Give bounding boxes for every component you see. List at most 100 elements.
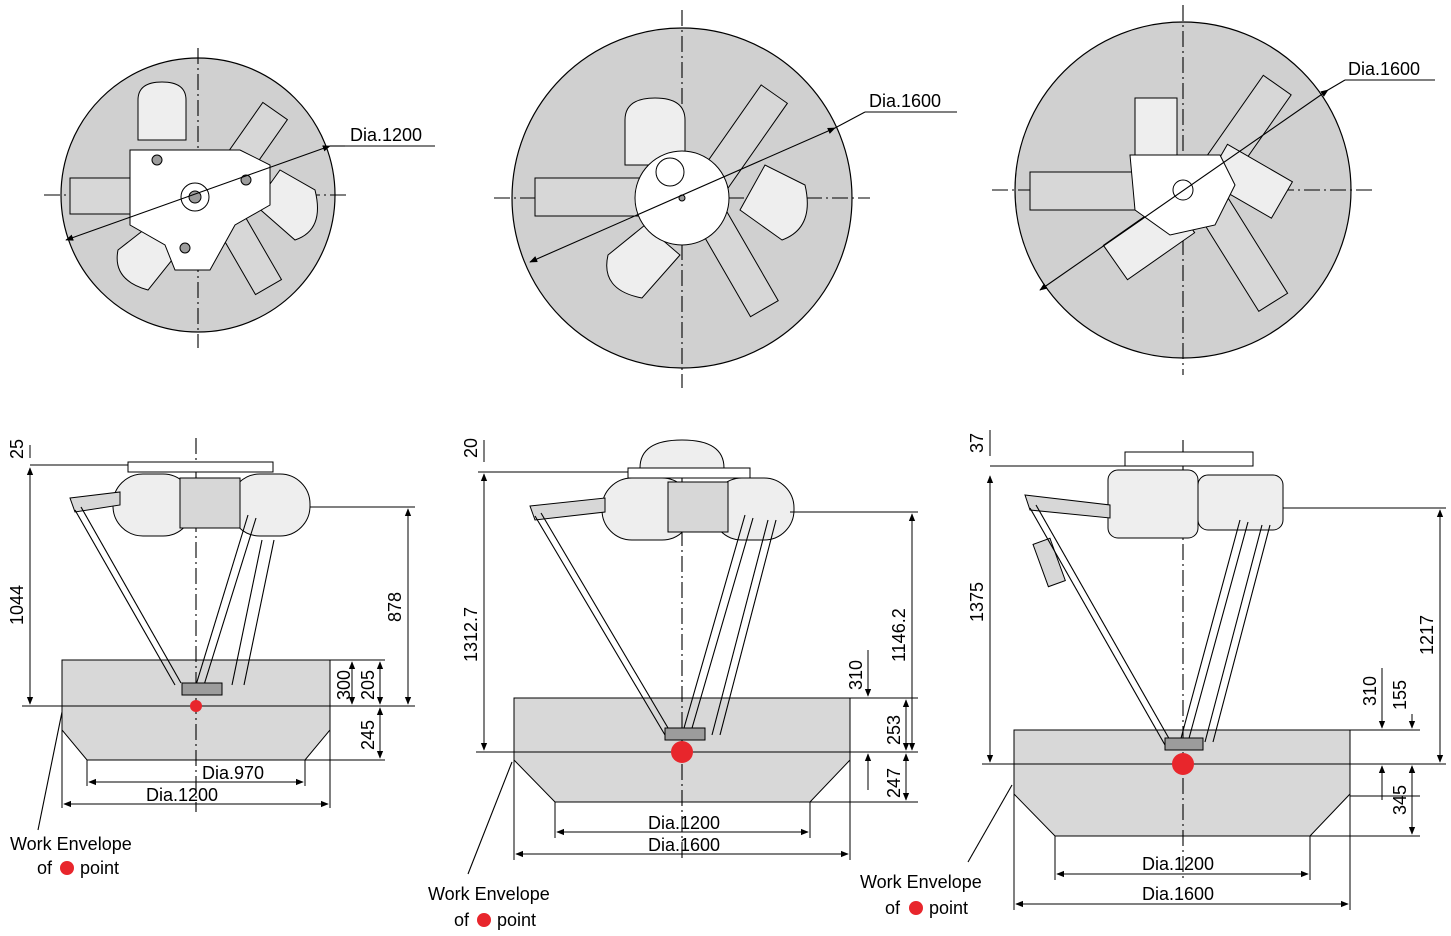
side-view-2-dome	[639, 439, 725, 469]
top-view-3: Dia.1600	[992, 5, 1435, 375]
top-view-1-bolt-3	[179, 242, 191, 254]
side-view-2-dim-top-offset: 20	[461, 438, 481, 458]
top-view-2-leader	[834, 111, 866, 129]
side-view-1-caption-leader	[37, 711, 63, 831]
side-view-1-base-plate	[127, 461, 274, 473]
side-view-3-inner-diameter: Dia.1200	[1142, 854, 1214, 874]
top-view-2: Dia.1600	[494, 10, 957, 388]
side-view-1-forearm-right-d	[243, 539, 275, 686]
side-view-2-caption-point-icon	[477, 913, 491, 927]
side-view-2-dim-bottom-depth: 247	[884, 768, 904, 798]
side-view-3: 37 1375 1217 310 155 345 Dia.1200 Dia.16…	[860, 430, 1446, 918]
side-view-1-dim-stroke-a: 300	[334, 670, 354, 700]
top-view-1-diameter-label: Dia.1200	[350, 125, 422, 145]
side-view-2-dim-stroke-a: 310	[846, 660, 866, 690]
side-view-2-forearm-right-d	[719, 519, 777, 736]
side-view-1-caption-suffix: point	[80, 858, 119, 878]
side-view-3-cable-block	[1032, 537, 1066, 588]
side-view-1-dim-height-to-center: 878	[385, 592, 405, 622]
side-view-3-dim-stroke-a: 310	[1360, 676, 1380, 706]
side-view-2-end-effector	[664, 727, 706, 741]
side-view-3-dim-overall-height: 1375	[967, 582, 987, 622]
side-view-1-dim-stroke-b: 205	[358, 670, 378, 700]
side-view-1-body	[179, 477, 241, 529]
side-view-3-dim-stroke-b: 155	[1390, 680, 1410, 710]
side-view-2-forearm-right-c	[711, 519, 769, 736]
side-view-3-caption-leader	[967, 784, 1013, 863]
side-view-2-caption-suffix: point	[497, 910, 536, 930]
side-view-3-forearm-right-b	[1187, 521, 1249, 743]
top-view-3-diameter-label: Dia.1600	[1348, 59, 1420, 79]
side-view-1-caption-line1: Work Envelope	[10, 834, 132, 854]
side-view-3-dim-bottom-depth: 345	[1390, 785, 1410, 815]
side-view-1-forearm-right-a	[195, 514, 249, 686]
side-view-2-base-plate	[627, 467, 751, 479]
side-view-2-dim-height-to-center: 1146.2	[889, 608, 909, 662]
side-view-1-forearm-left-b	[80, 506, 182, 684]
side-view-2-robot	[478, 439, 795, 763]
side-view-2-inner-diameter: Dia.1200	[648, 813, 720, 833]
side-view-2-forearm-right-a	[681, 514, 746, 736]
side-view-1-dim-overall-height: 1044	[7, 585, 27, 625]
top-view-1: Dia.1200	[44, 48, 435, 348]
side-view-3-caption-line1: Work Envelope	[860, 872, 982, 892]
side-view-3-forearm-left-b	[1035, 504, 1172, 743]
side-view-3-caption-suffix: point	[929, 898, 968, 918]
side-view-3-motor-left	[1107, 469, 1199, 539]
side-view-2-caption-prefix: of	[454, 910, 470, 930]
side-view-3-end-effector	[1164, 737, 1204, 751]
side-view-2-dim-stroke-b: 253	[884, 715, 904, 745]
side-view-3-forearm-right-a	[1179, 519, 1241, 743]
side-view-1-outer-diameter: Dia.1200	[146, 785, 218, 805]
side-view-1-motor-right	[229, 473, 311, 537]
side-view-1-inner-diameter: Dia.970	[202, 763, 264, 783]
top-view-1-diameter-arrow	[65, 145, 331, 241]
side-view-3-caption-point-icon	[909, 901, 923, 915]
side-view-2-forearm-right-b	[689, 517, 754, 736]
side-view-2-upper-arm-left	[529, 497, 606, 521]
top-view-2-diameter-label: Dia.1600	[869, 91, 941, 111]
side-view-3-caption-prefix: of	[885, 898, 901, 918]
side-view-1-caption-point-icon	[60, 861, 74, 875]
side-view-3-forearm-right-d	[1212, 524, 1271, 743]
side-view-1-caption-prefix: of	[37, 858, 53, 878]
side-view-1-forearm-right-b	[203, 517, 257, 686]
side-view-3-base-plate	[1124, 451, 1254, 467]
side-view-2: 20 1312.7 1146.2 310 253 247 Dia.1200 Di…	[428, 438, 918, 930]
top-view-2-diameter-arrow	[529, 127, 836, 263]
side-view-2-caption-line1: Work Envelope	[428, 884, 550, 904]
side-view-3-forearm-right-c	[1204, 524, 1263, 743]
side-view-3-robot	[990, 451, 1284, 775]
top-view-3-leader	[1327, 79, 1346, 91]
side-view-2-forearm-left-b	[540, 512, 672, 734]
side-view-2-forearm-left-a	[534, 515, 666, 736]
side-view-1-point-marker	[190, 700, 202, 712]
side-view-1-forearm-right-c	[231, 539, 263, 686]
top-view-2-cover-cap	[655, 157, 685, 187]
side-view-3-dim-top-offset: 37	[967, 433, 987, 453]
side-view-1-forearm-left-a	[74, 509, 176, 686]
side-view-2-caption-leader	[467, 761, 513, 875]
side-view-2-outer-diameter: Dia.1600	[648, 835, 720, 855]
top-view-3-hub	[1172, 179, 1194, 201]
top-view-1-bolt-1	[151, 154, 163, 166]
top-view-1-bolt-2	[240, 174, 252, 186]
side-view-3-motor-right	[1197, 474, 1284, 531]
side-view-1-upper-arm-left	[69, 491, 121, 513]
side-view-2-body	[667, 481, 729, 533]
side-view-3-dim-height-to-center: 1217	[1417, 615, 1437, 655]
side-view-1-dim-top-offset: 25	[7, 439, 27, 459]
side-view-1: 25 1044 878 300 205 245 Dia.970 Dia.1200…	[7, 438, 415, 878]
side-view-3-outer-diameter: Dia.1600	[1142, 884, 1214, 904]
side-view-3-upper-arm-left	[1024, 494, 1111, 519]
side-view-3-forearm-left-a	[1029, 507, 1166, 746]
top-view-1-motor-top	[137, 81, 187, 141]
side-view-1-robot	[30, 461, 311, 712]
side-view-2-point-marker	[671, 741, 693, 763]
side-view-3-point-marker	[1172, 753, 1194, 775]
side-view-1-end-effector	[181, 682, 223, 696]
side-view-1-dim-bottom-depth: 245	[358, 720, 378, 750]
top-view-3-diameter-arrow	[1039, 89, 1329, 291]
